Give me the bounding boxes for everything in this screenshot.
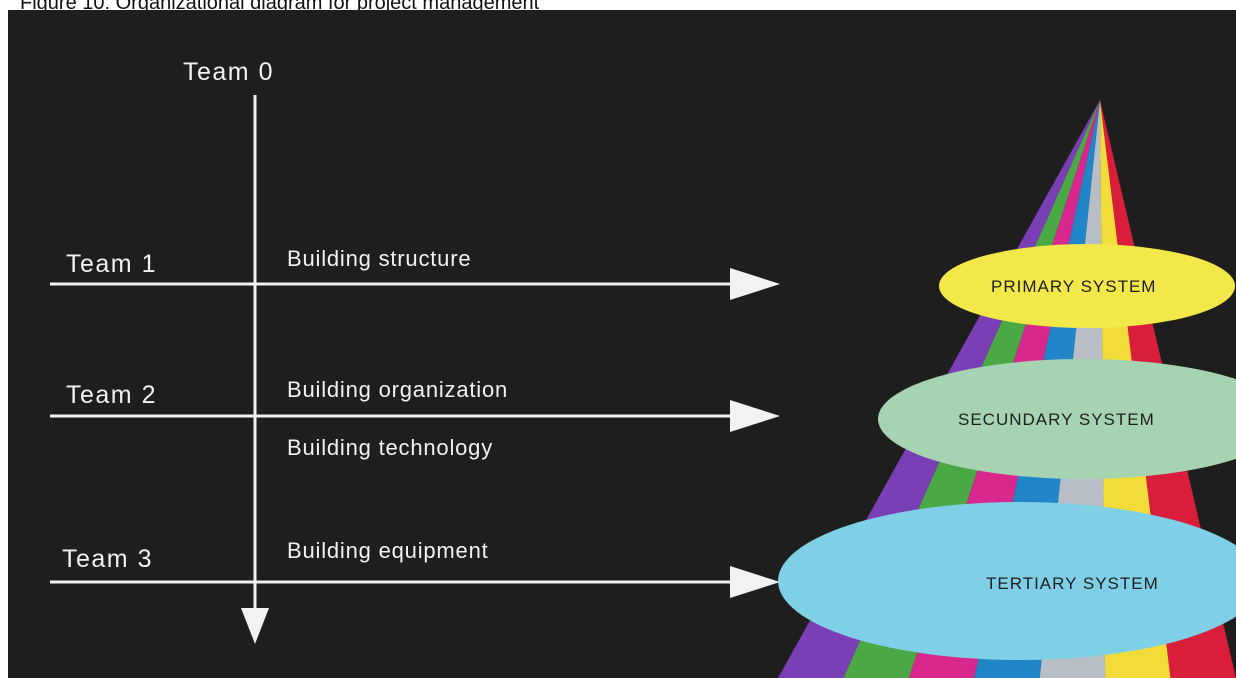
organizational-diagram: Team 0 Team 1 Team 2 Team 3 Building str… [50, 58, 1236, 678]
team1-arrowhead [730, 268, 780, 300]
team3-arrowhead [730, 566, 780, 598]
tertiary-system-label: TERTIARY SYSTEM [986, 574, 1159, 593]
building-technology-label: Building technology [287, 435, 493, 460]
team3-label: Team 3 [62, 545, 153, 573]
primary-system-label: PRIMARY SYSTEM [991, 277, 1156, 296]
team2-label: Team 2 [66, 381, 157, 409]
team1-label: Team 1 [66, 250, 157, 278]
team0-down-arrowhead [241, 608, 269, 644]
team0-label: Team 0 [183, 58, 274, 86]
secondary-system-label: SECUNDARY SYSTEM [958, 410, 1155, 429]
building-equipment-label: Building equipment [287, 538, 489, 563]
secondary-system-ellipse [878, 359, 1236, 479]
team2-arrowhead [730, 400, 780, 432]
diagram-panel: Team 0 Team 1 Team 2 Team 3 Building str… [8, 10, 1236, 678]
building-organization-label: Building organization [287, 377, 508, 402]
tertiary-system-ellipse [778, 502, 1236, 660]
building-structure-label: Building structure [287, 246, 471, 271]
primary-system-ellipse [939, 244, 1235, 328]
